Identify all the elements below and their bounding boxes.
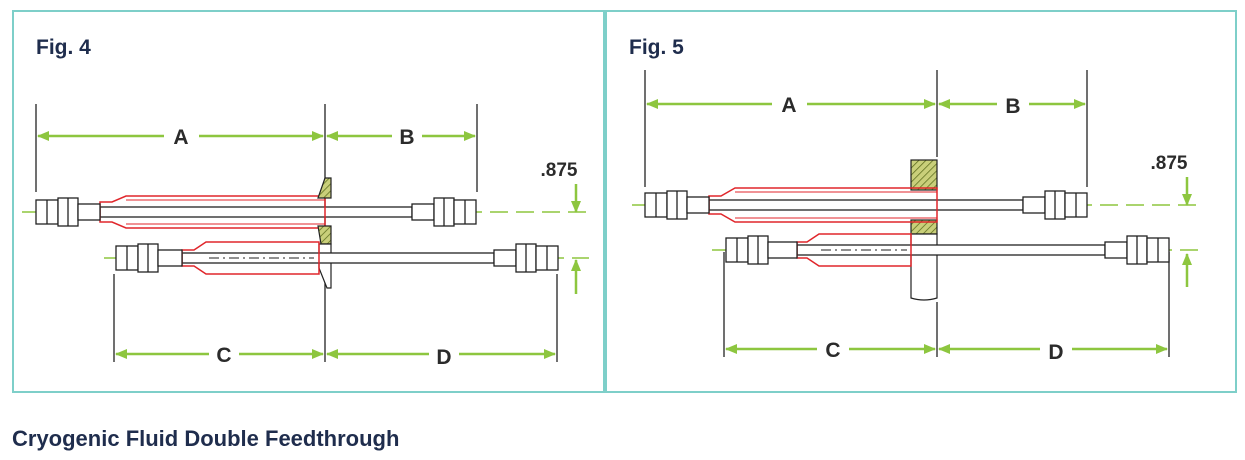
dimension-label-b: B <box>1005 95 1020 118</box>
dimension-label-a: A <box>781 94 796 117</box>
offset-label: .875 <box>541 160 578 181</box>
figure-4-diagram: A B C D .875 <box>22 104 589 369</box>
dimension-label-d: D <box>436 346 451 369</box>
dimension-label-b: B <box>399 126 414 149</box>
lower-tube-assembly <box>725 233 1170 267</box>
mounting-flange <box>317 177 332 289</box>
upper-tube-assembly <box>644 187 1088 223</box>
dimension-label-c: C <box>216 344 231 367</box>
lower-tube-assembly <box>115 241 559 275</box>
dimension-label-a: A <box>173 126 188 149</box>
dimension-label-c: C <box>825 339 840 362</box>
figure-5-panel: Fig. 5 A B <box>605 10 1237 393</box>
upper-tube-assembly <box>35 195 477 229</box>
mounting-flange <box>910 159 938 301</box>
offset-label: .875 <box>1151 153 1188 174</box>
figure-5-diagram: A B C D .875 <box>632 70 1199 364</box>
dimension-label-d: D <box>1048 341 1063 364</box>
figure-4-title: Fig. 4 <box>36 36 91 59</box>
figure-4-panel: Fig. 4 A B <box>12 10 605 393</box>
section-heading: Cryogenic Fluid Double Feedthrough <box>12 426 400 451</box>
extension-lines <box>35 104 558 362</box>
extension-lines <box>644 70 1170 357</box>
figure-5-title: Fig. 5 <box>629 36 684 59</box>
